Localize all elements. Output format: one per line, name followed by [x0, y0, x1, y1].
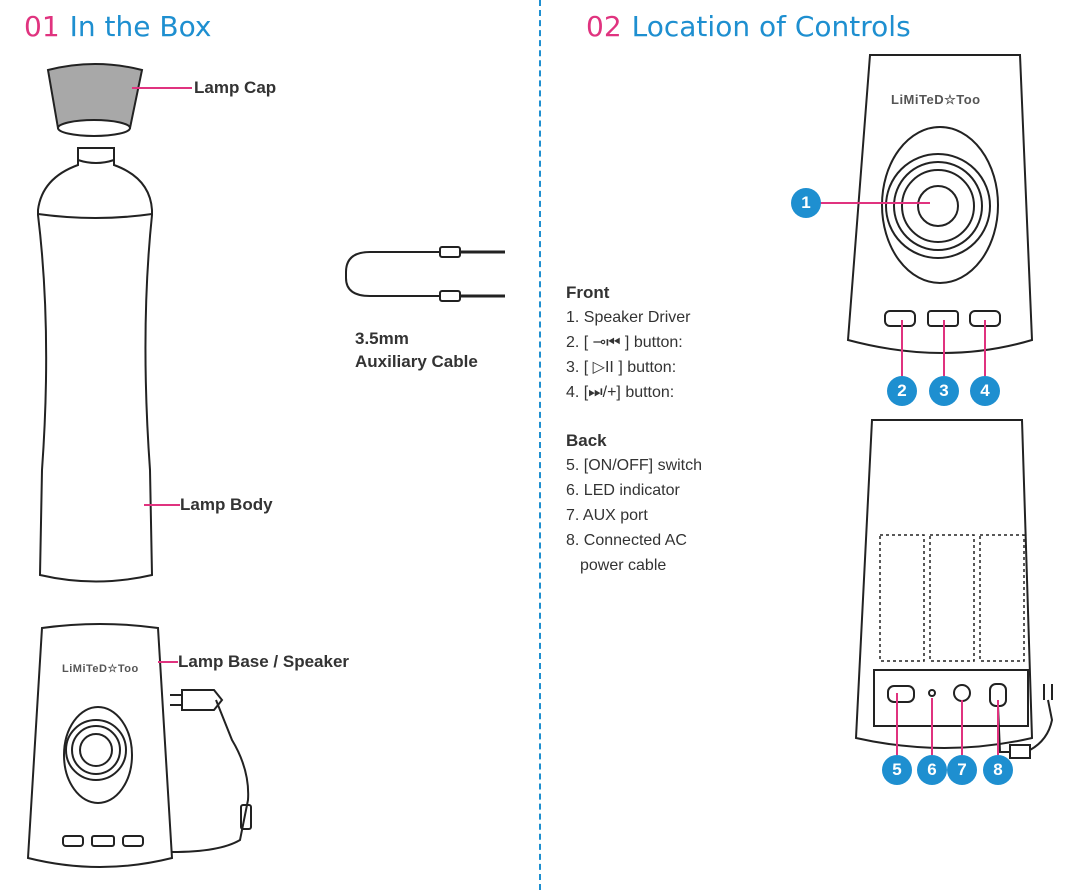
- lamp-cap-rim: [58, 120, 130, 136]
- callout-badge-7: 7: [947, 755, 977, 785]
- list-item: 2. [ ⊸⏮ ] button:: [566, 330, 691, 355]
- callout-badge-8: 8: [983, 755, 1013, 785]
- list-item: 7. AUX port: [566, 503, 702, 528]
- aux-cable-name: Auxiliary Cable: [355, 350, 478, 373]
- callout-badge-3: 3: [929, 376, 959, 406]
- brand-logo: LiMiTeD☆Too: [891, 92, 981, 108]
- front-controls-list: Front 1. Speaker Driver 2. [ ⊸⏮ ] button…: [566, 280, 691, 405]
- list-item: 8. Connected AC: [566, 528, 702, 553]
- aux-cable-size: 3.5mm: [355, 327, 478, 350]
- list-item: 6. LED indicator: [566, 478, 702, 503]
- list-item: 1. Speaker Driver: [566, 305, 691, 330]
- front-heading: Front: [566, 280, 691, 305]
- lamp-base-label: Lamp Base / Speaker: [178, 652, 349, 672]
- lamp-body-label: Lamp Body: [180, 495, 273, 515]
- callout-badge-6: 6: [917, 755, 947, 785]
- callout-badge-1: 1: [791, 188, 821, 218]
- list-item: power cable: [566, 553, 702, 578]
- list-item: 3. [ ▷II ] button:: [566, 355, 691, 380]
- aux-cable: [346, 252, 440, 296]
- callout-badge-2: 2: [887, 376, 917, 406]
- back-controls-list: Back 5. [ON/OFF] switch 6. LED indicator…: [566, 428, 702, 578]
- callout-badge-4: 4: [970, 376, 1000, 406]
- list-item: 5. [ON/OFF] switch: [566, 453, 702, 478]
- list-item: 4. [⏭/+] button:: [566, 380, 691, 405]
- aux-cable-label: 3.5mm Auxiliary Cable: [355, 327, 478, 373]
- callout-badge-5: 5: [882, 755, 912, 785]
- lamp-body: [38, 148, 152, 582]
- brand-logo: LiMiTeD☆Too: [62, 662, 139, 675]
- back-heading: Back: [566, 428, 702, 453]
- lamp-cap-label: Lamp Cap: [194, 78, 276, 98]
